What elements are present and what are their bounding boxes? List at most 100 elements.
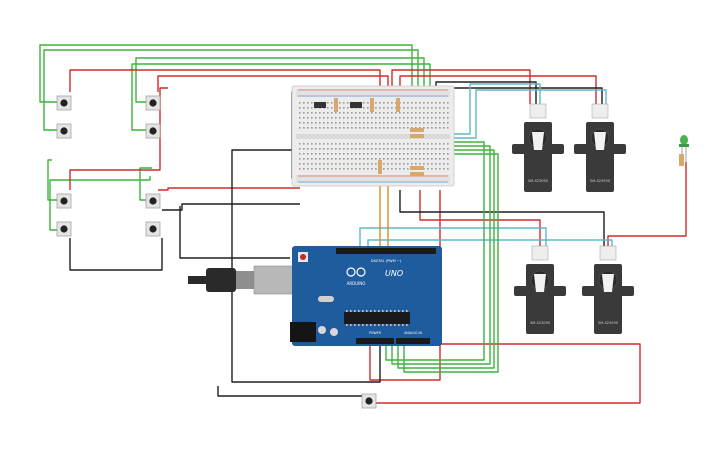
- breadboard-hole: [339, 153, 341, 155]
- pushbutton-4[interactable]: [145, 123, 161, 139]
- wire-red-button-bottom[interactable]: [374, 343, 641, 404]
- wire-red-2[interactable]: [157, 75, 389, 92]
- breadboard-hole: [355, 112, 357, 114]
- wire-red-servo-top[interactable]: [391, 69, 531, 104]
- wire-black-left[interactable]: [179, 206, 290, 259]
- breadboard[interactable]: [291, 85, 455, 187]
- chip-pin: [390, 310, 392, 312]
- servo-1[interactable]: SM-S2309S: [512, 103, 564, 192]
- pushbutton-5[interactable]: [56, 193, 72, 209]
- wire-cyan-2[interactable]: [420, 89, 607, 139]
- breadboard-hole: [439, 163, 441, 165]
- pushbutton-9[interactable]: [361, 393, 377, 409]
- breadboard-hole: [343, 168, 345, 170]
- pushbutton-8[interactable]: [145, 221, 161, 237]
- breadboard-hole: [411, 127, 413, 129]
- wire-green-ard-3[interactable]: [397, 149, 495, 369]
- resistor-bb-1[interactable]: [334, 98, 338, 112]
- wire-black-2[interactable]: [162, 203, 300, 211]
- breadboard-hole: [327, 112, 329, 114]
- breadboard-hole: [395, 143, 397, 145]
- wire-green-ard-1[interactable]: [385, 141, 485, 361]
- wire-red-led[interactable]: [607, 162, 687, 246]
- breadboard-hole: [319, 163, 321, 165]
- breadboard-hole: [447, 153, 449, 155]
- breadboard-hole: [347, 112, 349, 114]
- breadboard-hole: [403, 112, 405, 114]
- wire-black-3[interactable]: [231, 149, 381, 383]
- breadboard-hole: [359, 117, 361, 119]
- pushbutton-3[interactable]: [145, 95, 161, 111]
- resistor-bb-6[interactable]: [410, 166, 424, 170]
- breadboard-hole: [379, 112, 381, 114]
- breadboard-hole: [375, 148, 377, 150]
- bb-chip-1: [314, 102, 326, 108]
- breadboard-hole: [403, 127, 405, 129]
- breadboard-hole: [327, 127, 329, 129]
- power-label: POWER: [369, 331, 382, 335]
- wire-green-5[interactable]: [47, 159, 62, 201]
- resistor-bb-8[interactable]: [378, 160, 382, 174]
- pushbutton-7[interactable]: [145, 193, 161, 209]
- wire-red-1[interactable]: [69, 69, 381, 92]
- wire-green-1[interactable]: [39, 44, 413, 103]
- breadboard-hole: [447, 163, 449, 165]
- breadboard-hole: [335, 117, 337, 119]
- wire-cyan-3[interactable]: [359, 227, 547, 248]
- breadboard-hole: [431, 117, 433, 119]
- breadboard-hole: [323, 122, 325, 124]
- breadboard-hole: [363, 168, 365, 170]
- resistor-bb-2[interactable]: [370, 98, 374, 112]
- servo-4[interactable]: SM-S2309S: [582, 245, 634, 334]
- wire-red-servo-bottom[interactable]: [419, 190, 541, 246]
- wire-red-4[interactable]: [158, 187, 300, 191]
- breadboard-hole: [443, 148, 445, 150]
- wire-black-1[interactable]: [69, 238, 163, 271]
- pushbutton-6[interactable]: [56, 221, 72, 237]
- wire-green-7[interactable]: [49, 176, 151, 231]
- breadboard-hole: [339, 143, 341, 145]
- breadboard-hole: [387, 112, 389, 114]
- wire-black-servo-bot[interactable]: [399, 190, 605, 246]
- breadboard-hole: [347, 127, 349, 129]
- pushbutton-1[interactable]: [56, 95, 72, 111]
- breadboard-hole: [435, 107, 437, 109]
- arduino-model: UNO: [385, 269, 403, 278]
- breadboard-hole: [427, 127, 429, 129]
- breadboard-hole: [439, 168, 441, 170]
- breadboard-hole: [435, 122, 437, 124]
- breadboard-hole: [371, 112, 373, 114]
- pushbutton-2[interactable]: [56, 123, 72, 139]
- breadboard-hole: [363, 148, 365, 150]
- wire-green-ard-2[interactable]: [391, 145, 491, 365]
- breadboard-hole: [303, 127, 305, 129]
- wire-green-4[interactable]: [131, 63, 431, 131]
- breadboard-hole: [299, 112, 301, 114]
- breadboard-hole: [395, 122, 397, 124]
- servo-2[interactable]: SM-S2309S: [574, 103, 626, 192]
- servo-3[interactable]: SM-S2309S: [514, 245, 566, 334]
- breadboard-hole: [343, 102, 345, 104]
- breadboard-hole: [439, 153, 441, 155]
- breadboard-hole: [363, 112, 365, 114]
- resistor-bb-3[interactable]: [396, 98, 400, 112]
- breadboard-hole: [407, 102, 409, 104]
- usb-cable-icon[interactable]: [188, 265, 295, 295]
- chip-pin: [398, 310, 400, 312]
- resistor-bb-5[interactable]: [410, 134, 424, 138]
- arduino-uno[interactable]: DIGITAL (PWM ~) ARDUINO UNO POWER ANALOG…: [188, 246, 442, 346]
- breadboard-hole: [339, 158, 341, 160]
- breadboard-hole: [347, 122, 349, 124]
- breadboard-hole: [359, 148, 361, 150]
- wire-red-3[interactable]: [69, 87, 168, 190]
- breadboard-hole: [375, 153, 377, 155]
- wire-black-button-bottom[interactable]: [217, 386, 366, 397]
- resistor-bb-7[interactable]: [410, 172, 424, 176]
- led[interactable]: [679, 135, 689, 166]
- usb-plug-metal: [236, 271, 254, 289]
- wire-green-6[interactable]: [139, 167, 152, 201]
- wire-green-ard-4[interactable]: [403, 153, 499, 373]
- resistor-bb-4[interactable]: [410, 128, 424, 132]
- breadboard-hole: [367, 122, 369, 124]
